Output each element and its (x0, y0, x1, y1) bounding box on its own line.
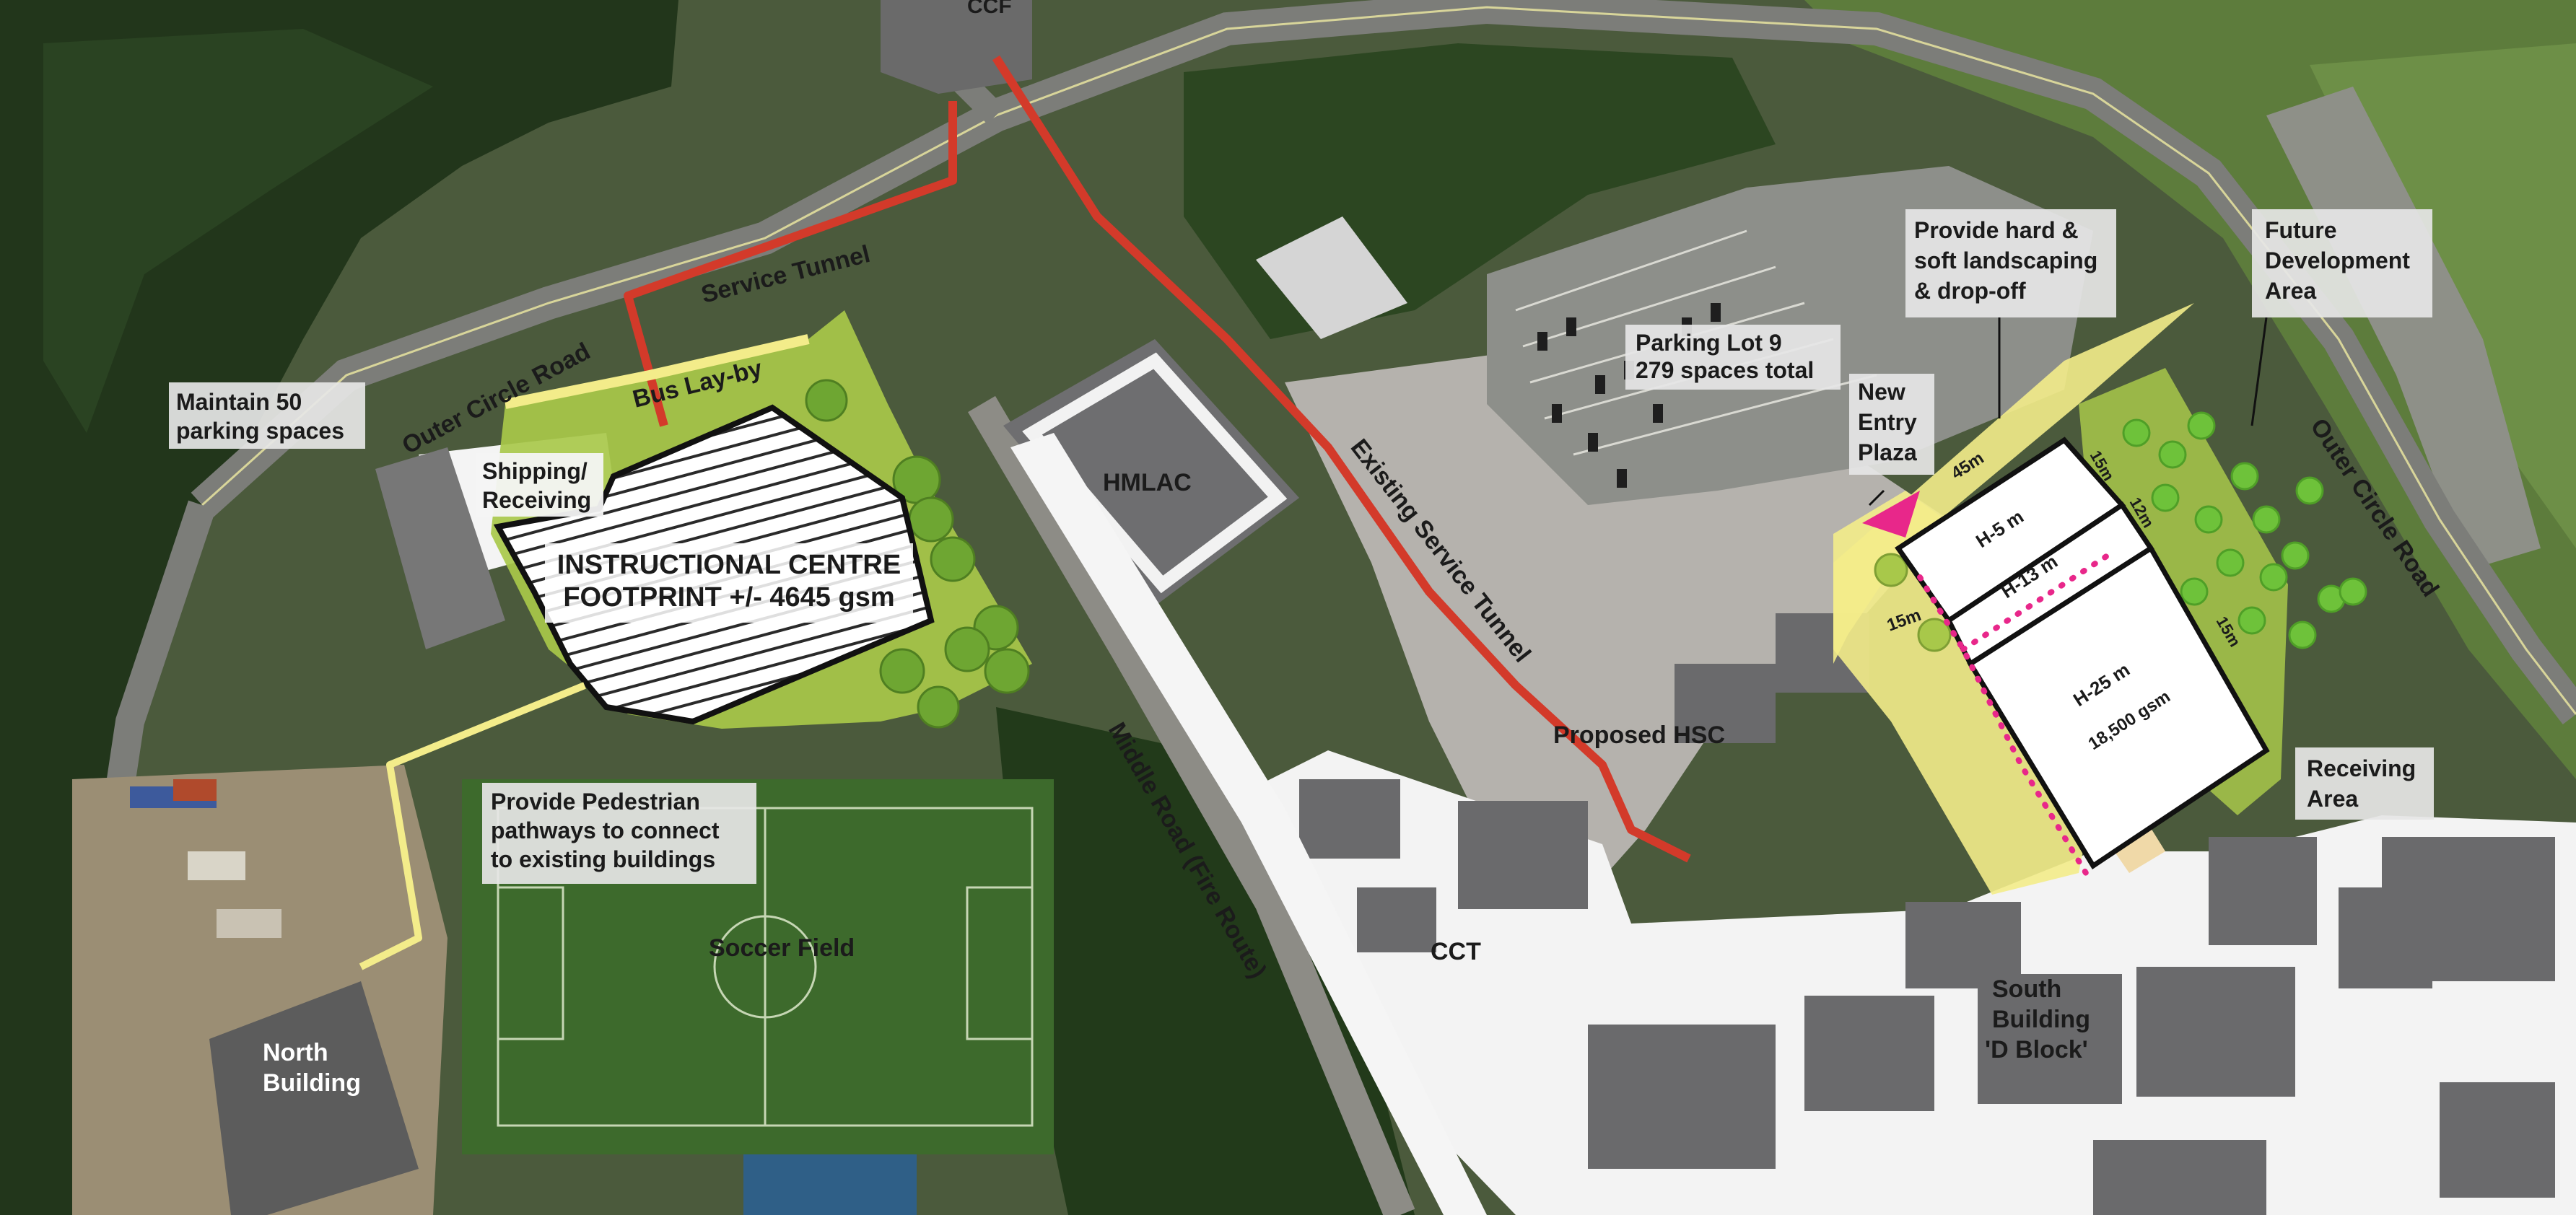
building-hmlac-outline (1022, 352, 1288, 594)
callout-landscaping: Provide hard & soft landscaping & drop-o… (1905, 209, 2116, 317)
service-tunnel-line (624, 101, 957, 427)
footprint-area: FOOTPRINT +/- 4645 gsm (563, 582, 894, 613)
callout-maintain-parking: Maintain 50 parking spaces (169, 382, 365, 449)
svg-text:Area: Area (2307, 786, 2358, 812)
svg-text:Receiving: Receiving (482, 487, 591, 513)
tennis-courts (743, 1154, 917, 1215)
forest-south (996, 707, 1415, 1215)
pedestrian-path (359, 682, 586, 970)
north-building (209, 981, 419, 1215)
soccer-center-circle (713, 915, 817, 1019)
tree-plaza-2 (1917, 618, 1952, 652)
label-soccer-field: Soccer Field (709, 934, 855, 962)
parking-east (2266, 87, 2541, 570)
callout-north-building: North Building (263, 1039, 361, 1097)
svg-text:pathways to connect: pathways to connect (491, 817, 720, 843)
callout-south-building: South Building 'D Block' (1985, 975, 2090, 1063)
soccer-goal-box-west (497, 886, 564, 1040)
label-ccf: CCF (967, 0, 1012, 18)
callout-future-development: Future Development Area (2252, 209, 2432, 317)
existing-service-tunnel-line (992, 55, 1691, 863)
forest-west-texture (43, 29, 433, 433)
svg-text:to existing buildings: to existing buildings (491, 846, 715, 872)
middle-road (968, 395, 1415, 1215)
campus-plaza (1285, 354, 1949, 895)
svg-text:New: New (1858, 379, 1905, 405)
building-ccf (881, 0, 1032, 94)
campus-spine (1010, 433, 1487, 1215)
entry-arrow (1862, 491, 1920, 538)
svg-text:Entry: Entry (1858, 409, 1917, 435)
west-gray-building (375, 447, 505, 649)
svg-text:Building: Building (1992, 1006, 2090, 1033)
svg-text:Maintain 50: Maintain 50 (176, 389, 302, 415)
svg-text:South: South (1992, 975, 2061, 1003)
label-proposed-hsc: Proposed HSC (1553, 721, 1725, 749)
svg-text:parking spaces: parking spaces (176, 418, 344, 444)
svg-text:279 spaces total: 279 spaces total (1636, 357, 1814, 383)
svg-text:Area: Area (2265, 278, 2316, 304)
outer-circle-road-centerline (201, 6, 2576, 715)
footprint-title: INSTRUCTIONAL CENTRE (557, 550, 901, 580)
callout-shipping-receiving: Shipping/ Receiving (476, 453, 603, 517)
footprint-label-bg (545, 543, 913, 623)
tree-group-east (2122, 411, 2367, 649)
callout-pedestrian-pathways: Provide Pedestrian pathways to connect t… (482, 783, 756, 884)
callout-new-entry-plaza: New Entry Plaza (1849, 374, 1934, 475)
callout-parking-lot-9: Parking Lot 9 279 spaces total (1625, 325, 1841, 390)
svg-text:Building: Building (263, 1069, 361, 1097)
bus-layby-path (504, 334, 810, 409)
leader-lines (1868, 317, 2268, 506)
svg-text:Shipping/: Shipping/ (482, 458, 588, 484)
svg-text:Plaza: Plaza (1858, 439, 1917, 465)
label-hmlac: HMLAC (1103, 469, 1192, 496)
svg-text:'D Block': 'D Block' (1985, 1036, 2088, 1063)
svg-text:Receiving: Receiving (2307, 755, 2416, 781)
tree-group-west (805, 379, 1030, 729)
svg-text:Future: Future (2265, 217, 2337, 243)
callout-receiving-area: Receiving Area (2295, 747, 2434, 820)
containers (130, 779, 281, 938)
building-upper-pavilion (1256, 216, 1407, 339)
svg-text:North: North (263, 1039, 328, 1066)
svg-text:Development: Development (2265, 247, 2410, 273)
dotted-pedestrian-route (1917, 574, 2089, 876)
svg-text:Provide Pedestrian: Provide Pedestrian (491, 789, 700, 815)
svg-text:& drop-off: & drop-off (1914, 278, 2026, 304)
tree-plaza-1 (1874, 553, 1908, 587)
forest-west (0, 0, 678, 1215)
dotted-pedestrian-route-east (1960, 553, 2110, 652)
svg-text:soft landscaping: soft landscaping (1914, 247, 2097, 273)
hsc-zone-h25 (1967, 545, 2270, 869)
campus-building-blocks (1299, 613, 2555, 1215)
label-cct: CCT (1431, 938, 1481, 965)
svg-text:Parking Lot 9: Parking Lot 9 (1636, 330, 1782, 356)
svg-text:Provide hard &: Provide hard & (1914, 217, 2079, 243)
soccer-goal-box-east (966, 886, 1034, 1040)
